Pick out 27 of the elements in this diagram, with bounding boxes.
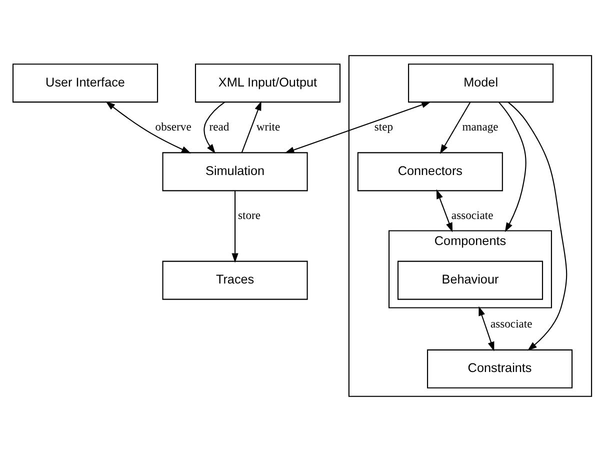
node-box: Constraints [427, 348, 573, 388]
arrow [498, 101, 526, 232]
arrow [436, 188, 453, 232]
node-box: Model [408, 63, 554, 102]
edge-label: step [374, 120, 394, 133]
edge-label: associate [490, 317, 532, 330]
arrow [204, 101, 226, 154]
node-box: Connectors [357, 152, 503, 191]
arrow [241, 100, 262, 152]
arrow [106, 100, 192, 153]
arrow [284, 101, 432, 153]
edge-label: manage [462, 120, 498, 133]
edge-label: associate [451, 208, 494, 222]
edge-label: write [256, 120, 280, 133]
arrow [478, 306, 494, 351]
edge-label: read [209, 120, 230, 133]
arrow [508, 101, 568, 350]
arrow [440, 102, 471, 154]
node-box: Simulation [162, 152, 308, 191]
node-box: Traces [162, 260, 308, 300]
edge-label: store [238, 208, 261, 222]
node-box: XML Input/Output [194, 63, 341, 102]
edge-label: observe [155, 120, 192, 133]
arrow [232, 190, 238, 262]
node-box: User Interface [12, 63, 158, 102]
cluster [348, 54, 592, 396]
node-box: Behaviour [397, 260, 544, 300]
